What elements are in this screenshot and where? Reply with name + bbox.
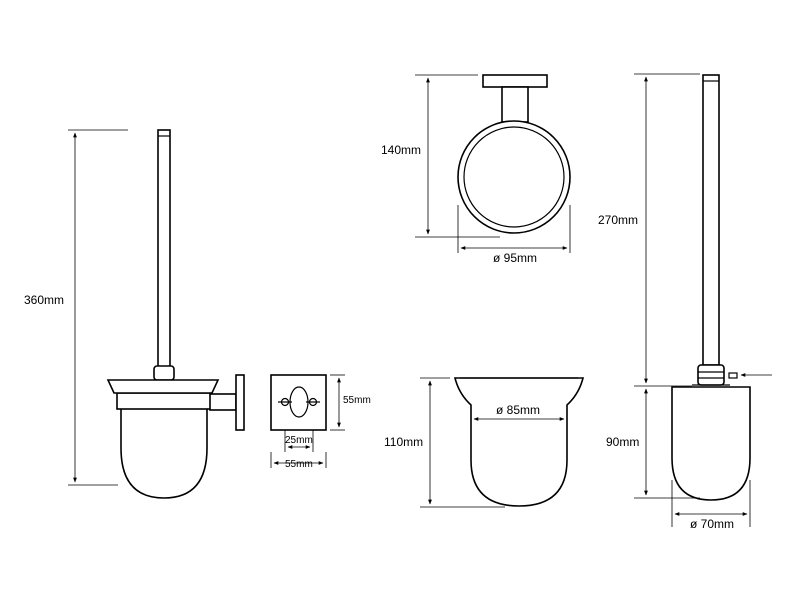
label-holder-height: 140mm <box>381 143 421 157</box>
holder-ring-inner <box>463 126 565 228</box>
brush-collar <box>697 364 725 386</box>
assembled-handle <box>157 129 171 371</box>
cup-view: 110mm ø 85mm <box>384 377 585 508</box>
assembled-wall-plate <box>235 374 245 431</box>
brush-handle <box>702 74 720 366</box>
holder-mount-plate <box>482 74 548 88</box>
label-head-diameter: ø 70mm <box>690 517 734 531</box>
assembled-view: 360mm <box>24 129 245 499</box>
brush-view: 270mm 90mm ø 70mm <box>598 73 772 531</box>
brush-indicator <box>728 372 738 379</box>
label-ring-diameter: ø 95mm <box>493 251 537 265</box>
label-plate-width: 55mm <box>285 459 313 470</box>
holder-view: 140mm ø 95mm <box>381 74 571 265</box>
holder-ring-outer <box>457 120 571 234</box>
brush-head <box>671 386 751 501</box>
assembled-holder-ring <box>116 392 212 410</box>
label-total-height: 360mm <box>24 293 64 307</box>
label-cup-height: 110mm <box>384 435 423 449</box>
holder-stem <box>501 86 529 123</box>
label-hole-spacing: 25mm <box>285 435 313 446</box>
assembled-handle-joint <box>153 365 175 381</box>
wall-plate-view: 55mm 25mm 55mm <box>270 374 371 470</box>
cup-body <box>453 377 585 507</box>
label-brush-length: 270mm <box>598 213 638 227</box>
label-head-height: 90mm <box>606 435 639 449</box>
assembled-cup <box>120 395 208 499</box>
assembled-arm <box>209 393 237 411</box>
assembled-cup-flange <box>106 379 220 394</box>
label-plate-height: 55mm <box>343 395 371 406</box>
label-cup-diameter: ø 85mm <box>496 403 540 417</box>
